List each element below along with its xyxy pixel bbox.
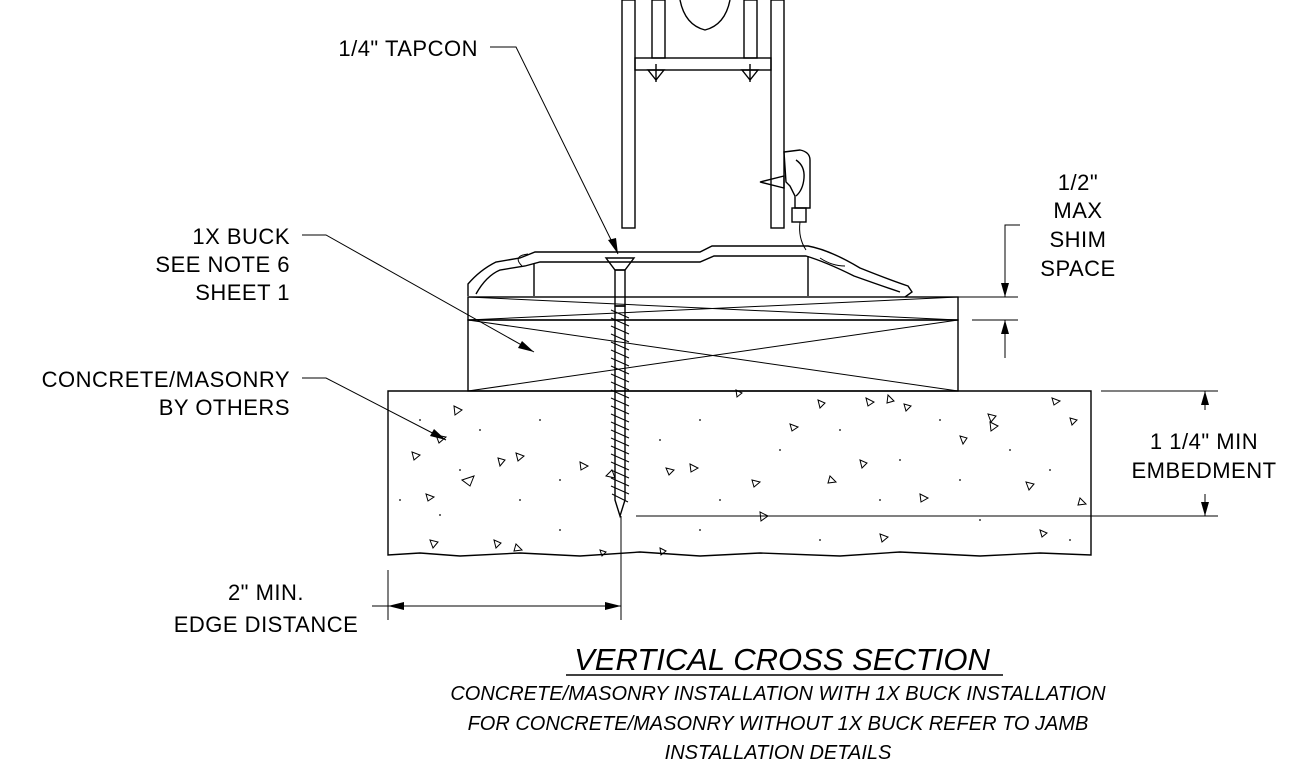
label-buck-line-2: SEE NOTE 6 [155, 252, 290, 277]
leader-tapcon [490, 46, 619, 255]
dimension-shim-space [922, 224, 1020, 358]
title-line-1: CONCRETE/MASONRY INSTALLATION WITH 1X BU… [450, 683, 1106, 705]
label-concrete-line-1: CONCRETE/MASONRY [42, 367, 290, 392]
title-main: VERTICAL CROSS SECTION [574, 642, 990, 677]
label-tapcon: 1/4" TAPCON [338, 36, 478, 61]
label-buck-line-3: SHEET 1 [195, 280, 290, 305]
label-shim-line-4: SPACE [1040, 256, 1115, 281]
title-line-2: FOR CONCRETE/MASONRY WITHOUT 1X BUCK REF… [468, 713, 1089, 735]
label-embedment-line-2: EMBEDMENT [1131, 458, 1276, 483]
dimension-embedment [636, 390, 1218, 517]
dimension-edge-distance [372, 516, 622, 620]
label-edge-line-1: 2" MIN. [228, 580, 304, 605]
shim-space [467, 296, 959, 321]
title-line-3: INSTALLATION DETAILS [665, 742, 892, 764]
leader-concrete [302, 377, 447, 441]
label-edge-line-2: EDGE DISTANCE [174, 612, 359, 637]
leader-buck [302, 234, 535, 353]
label-shim-line-2: MAX [1053, 198, 1102, 223]
label-shim-line-1: 1/2" [1058, 170, 1098, 195]
label-concrete-line-2: BY OTHERS [159, 395, 290, 420]
buck-1x [467, 319, 959, 392]
window-frame-profile [621, 0, 811, 251]
concrete-slab [387, 389, 1092, 557]
label-embedment-line-1: 1 1/4" MIN [1150, 429, 1258, 454]
tapcon-screw [604, 257, 636, 519]
label-shim-line-3: SHIM [1050, 227, 1107, 252]
label-buck-line-1: 1X BUCK [192, 224, 290, 249]
sill-extrusion [467, 245, 913, 298]
